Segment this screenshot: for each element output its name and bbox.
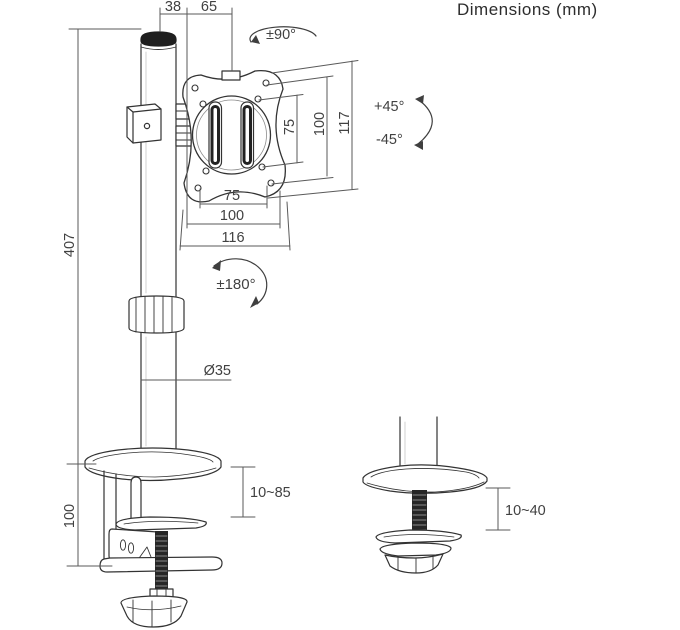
dim-10-40-lines xyxy=(485,487,511,531)
rotation-annotations xyxy=(212,26,433,308)
desk-base-plate xyxy=(84,447,222,482)
dim-75-h-lines xyxy=(199,185,268,209)
swivel-90-arrow-icon xyxy=(249,26,317,44)
dim-100-vertical-label: 100 xyxy=(312,112,328,136)
clamp-knob xyxy=(120,595,188,628)
clamp-guide-rod xyxy=(130,476,142,522)
dim-117-lines xyxy=(267,60,359,199)
grommet-lower-plate xyxy=(375,529,462,544)
grommet-range-label: 10~40 xyxy=(505,503,546,519)
dim-407-lines xyxy=(66,28,142,465)
height-collar xyxy=(128,295,185,334)
drawing-linework xyxy=(84,31,488,628)
grommet-assembly xyxy=(362,416,488,574)
vesa-slots xyxy=(208,101,255,169)
pole-cap xyxy=(140,31,177,47)
grommet-rod xyxy=(412,490,427,534)
labels: Dimensions (mm) 38 65 ±90° +45° -45° ±18… xyxy=(62,0,598,528)
dim-100-v-lines xyxy=(266,75,334,185)
vesa-screw-holes xyxy=(191,79,275,192)
swivel-90-label: ±90° xyxy=(266,27,296,43)
clamp-screw xyxy=(155,531,168,591)
dim-100-h-lines xyxy=(186,190,281,229)
vesa-top-tab xyxy=(221,70,241,81)
dim-116-label: 116 xyxy=(221,230,244,246)
dim-116-lines xyxy=(179,201,291,251)
tilt-plus45-label: +45° xyxy=(374,99,404,115)
rotate-180-arrow-icon xyxy=(212,258,268,308)
grommet-knob xyxy=(379,542,452,574)
c-clamp-assembly xyxy=(99,470,223,628)
rotate-180-label: ±180° xyxy=(216,276,255,293)
tilt-45-arrow-icon xyxy=(414,95,433,150)
dim-117-label: 117 xyxy=(337,111,353,134)
dim-10-85-lines xyxy=(230,466,256,518)
dim-75-vertical-label: 75 xyxy=(282,119,298,135)
dim-100-clamp-label: 100 xyxy=(62,504,78,528)
vesa-dome xyxy=(191,95,272,175)
pole xyxy=(140,31,177,451)
dim-100-clamp-lines xyxy=(66,463,113,567)
tilt-minus45-label: -45° xyxy=(376,132,403,148)
dim-100-horizontal-label: 100 xyxy=(220,208,244,224)
dim-75-v-lines xyxy=(258,94,304,168)
pole-diameter-label: Ø35 xyxy=(204,363,231,379)
dim-38-label: 38 xyxy=(165,0,181,15)
dim-75-horizontal-label: 75 xyxy=(224,188,240,204)
page-title: Dimensions (mm) xyxy=(457,0,598,19)
grommet-top-plate xyxy=(362,464,488,494)
vesa-plate xyxy=(182,69,286,203)
dimension-lines xyxy=(66,7,511,567)
dim-38-65-lines xyxy=(159,7,233,71)
dim-407-label: 407 xyxy=(62,233,78,257)
clamp-range-label: 10~85 xyxy=(250,485,291,501)
clamp-pad-plate xyxy=(115,516,207,531)
dim-65-label: 65 xyxy=(201,0,217,15)
